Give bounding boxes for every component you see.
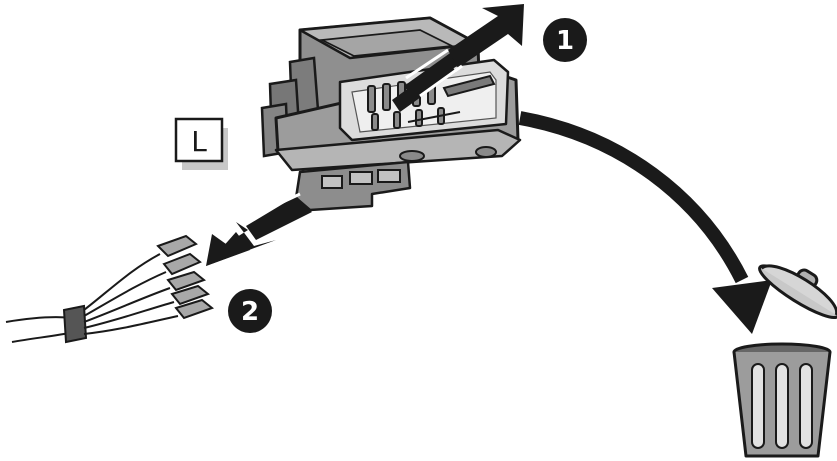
straight-arrow-icon bbox=[206, 192, 312, 266]
wire-bundle-illustration bbox=[5, 234, 215, 344]
curved-arrow-icon bbox=[518, 111, 772, 334]
label-box-text: L bbox=[191, 125, 207, 158]
step-number-1: 1 bbox=[556, 26, 574, 56]
step-number-2: 2 bbox=[241, 297, 259, 327]
label-box: L bbox=[174, 117, 228, 170]
step-badge-2: 2 bbox=[228, 289, 272, 333]
trash-can-icon bbox=[732, 264, 837, 458]
step-badge-1: 1 bbox=[543, 18, 587, 62]
straight-arrow-icon bbox=[392, 4, 524, 112]
connector-housing-illustration bbox=[260, 16, 522, 212]
